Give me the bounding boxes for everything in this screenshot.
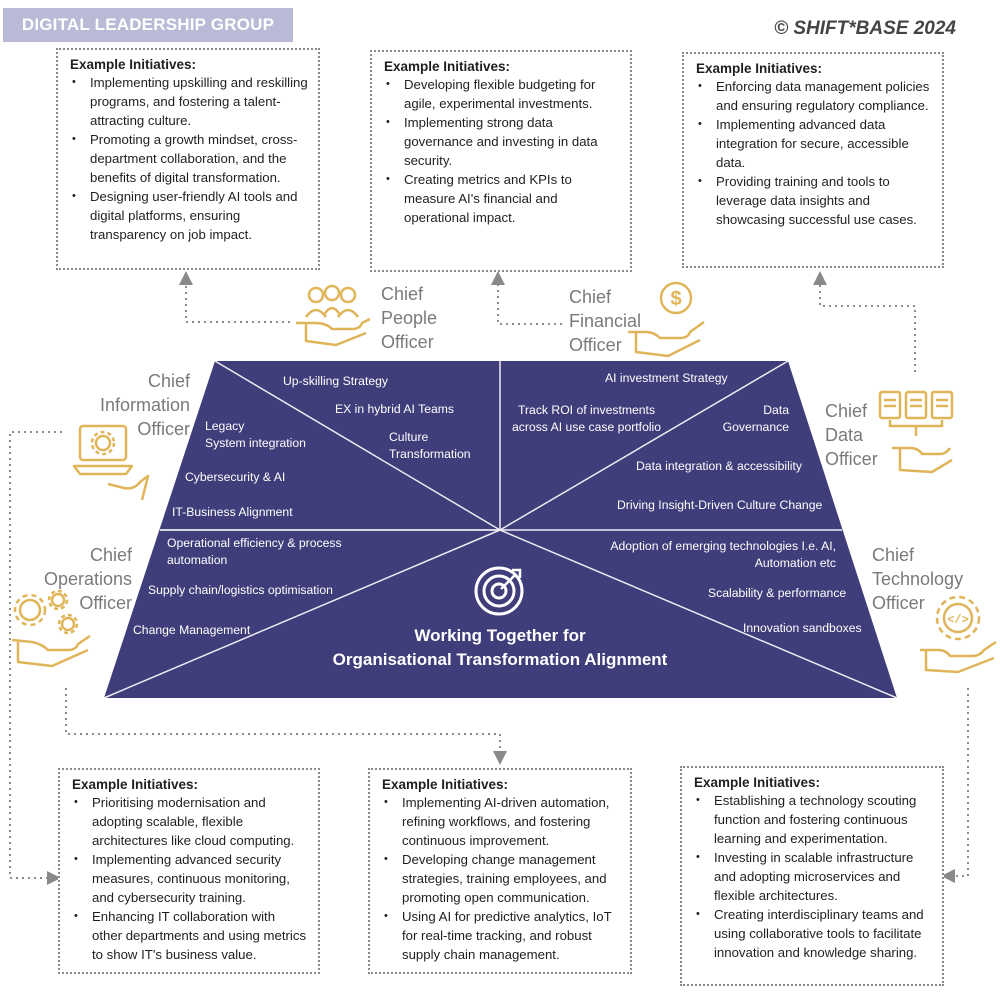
documents-hand-icon	[878, 390, 954, 474]
initiatives-title: Example Initiatives:	[72, 777, 199, 792]
connector-cdo	[813, 271, 916, 372]
role-label-cdo: Chief Data Officer	[825, 401, 878, 469]
list-item: Designing user-friendly AI tools and dig…	[72, 187, 308, 244]
list-item: Implementing upskilling and reskilling p…	[72, 73, 308, 130]
list-item: Using AI for predictive analytics, IoT f…	[384, 907, 620, 964]
list-item: Enforcing data management policies and e…	[698, 77, 932, 115]
initiatives-list: Developing flexible budgeting for agile,…	[384, 75, 620, 227]
connector-cio	[9, 431, 62, 885]
initiatives-list: Implementing upskilling and reskilling p…	[70, 73, 308, 244]
people-hand-icon	[296, 284, 371, 347]
list-item: Creating interdisciplinary teams and usi…	[696, 905, 932, 962]
cto-innovation-sandboxes: Innovation sandboxes	[743, 621, 862, 635]
cpo-ex-hybrid-teams: EX in hybrid AI Teams	[335, 402, 454, 416]
list-item: Investing in scalable infrastructure and…	[696, 848, 932, 905]
cdo-data-integration: Data integration & accessibility	[636, 459, 802, 473]
role-label-cio: Chief Information Officer	[99, 371, 190, 439]
initiatives-title: Example Initiatives:	[696, 61, 823, 76]
cfo-ai-investment-strategy: AI investment Strategy	[605, 371, 728, 385]
initiatives-list: Implementing AI-driven automation, refin…	[382, 793, 620, 964]
initiatives-box-cdo: Example Initiatives: Enforcing data mana…	[682, 52, 944, 268]
coo-operational-efficiency: Operational efficiency & process automat…	[167, 536, 342, 567]
list-item: Prioritising modernisation and adopting …	[74, 793, 308, 850]
initiatives-title: Example Initiatives:	[382, 777, 509, 792]
list-item: Implementing AI-driven automation, refin…	[384, 793, 620, 850]
connector-cpo	[179, 271, 290, 323]
list-item: Implementing advanced security measures,…	[74, 850, 308, 907]
role-label-coo: Chief Operations Officer	[43, 545, 132, 613]
divider-diag-br	[499, 529, 898, 699]
initiatives-list: Enforcing data management policies and e…	[696, 77, 932, 229]
initiatives-title: Example Initiatives:	[70, 57, 197, 72]
coo-supply-chain: Supply chain/logistics optimisation	[148, 583, 333, 597]
list-item: Implementing strong data governance and …	[386, 113, 620, 170]
cto-emerging-technologies: Adoption of emerging technologies I.e. A…	[610, 539, 836, 570]
brand-badge: DIGITAL LEADERSHIP GROUP	[3, 8, 293, 42]
list-item: Establishing a technology scouting funct…	[696, 791, 932, 848]
gears-hand-icon	[11, 589, 91, 668]
list-item: Promoting a growth mindset, cross-depart…	[72, 130, 308, 187]
connector-cto	[941, 688, 969, 883]
target-icon	[474, 566, 524, 616]
divider-diag-bl2	[103, 529, 501, 699]
cpo-upskilling-strategy: Up-skilling Strategy	[283, 374, 388, 388]
role-label-cfo: Chief Financial Officer	[569, 287, 642, 355]
initiatives-title: Example Initiatives:	[384, 59, 511, 74]
copyright-text: © SHIFT*BASE 2024	[774, 18, 956, 39]
initiatives-list: Establishing a technology scouting funct…	[694, 791, 932, 962]
list-item: Developing change management strategies,…	[384, 850, 620, 907]
list-item: Creating metrics and KPIs to measure AI'…	[386, 170, 620, 227]
list-item: Enhancing IT collaboration with other de…	[74, 907, 308, 964]
laptop-gear-icon	[72, 424, 150, 501]
initiatives-list: Prioritising modernisation and adopting …	[72, 793, 308, 964]
cto-scalability: Scalability & performance	[708, 586, 847, 600]
svg-text:</>: </>	[947, 613, 969, 627]
connector-coo	[65, 688, 507, 765]
cpo-culture-transformation: Culture Transformation	[389, 430, 471, 461]
cio-it-business-alignment: IT-Business Alignment	[172, 505, 293, 519]
cdo-data-governance: Data Governance	[722, 403, 789, 434]
initiatives-box-coo: Example Initiatives: Implementing AI-dri…	[368, 768, 632, 974]
list-item: Providing training and tools to leverage…	[698, 172, 932, 229]
list-item: Implementing advanced data integration f…	[698, 115, 932, 172]
dollar-hand-icon: $	[628, 281, 705, 358]
initiatives-title: Example Initiatives:	[694, 775, 821, 790]
initiatives-box-cfo: Example Initiatives: Developing flexible…	[370, 50, 632, 272]
initiatives-box-cto: Example Initiatives: Establishing a tech…	[680, 766, 944, 986]
initiatives-box-cpo: Example Initiatives: Implementing upskil…	[56, 48, 320, 270]
role-label-cpo: Chief People Officer	[381, 284, 438, 352]
cio-legacy-integration: Legacy System integration	[205, 419, 306, 450]
diagram-center-title: Working Together for Organisational Tran…	[332, 626, 668, 669]
cdo-insight-driven-culture: Driving Insight-Driven Culture Change	[617, 498, 823, 512]
divider-diag-tl	[214, 360, 501, 531]
divider-diag-tr	[499, 360, 789, 531]
coo-change-management: Change Management	[133, 623, 251, 637]
initiatives-box-cio: Example Initiatives: Prioritising modern…	[58, 768, 320, 974]
list-item: Developing flexible budgeting for agile,…	[386, 75, 620, 113]
svg-text:$: $	[670, 288, 681, 310]
connector-cfo	[491, 271, 562, 325]
cfo-track-roi: Track ROI of investments across AI use c…	[512, 403, 662, 434]
role-label-cto: Chief Technology Officer	[872, 545, 964, 613]
cio-cybersecurity-ai: Cybersecurity & AI	[185, 470, 286, 484]
code-gear-hand-icon: </>	[920, 595, 997, 674]
